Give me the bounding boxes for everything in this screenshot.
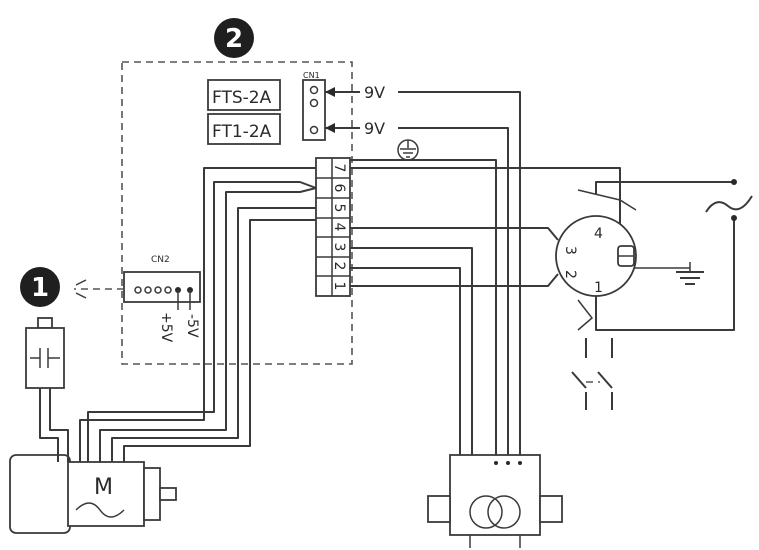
callout-1: 1 <box>20 267 60 307</box>
filter-label-bottom: FT1-2A <box>212 122 272 142</box>
board-ground-icon <box>397 139 419 161</box>
earth-ground-icon <box>634 262 704 285</box>
cn1-label: CN1 <box>303 71 320 80</box>
rotary-switch: 4 3 2 1 <box>555 189 637 331</box>
filter-label-top: FTS-2A <box>212 88 272 108</box>
terminal-7: 7 <box>331 164 347 173</box>
terminal-5: 5 <box>331 204 347 213</box>
motor-wires <box>39 167 317 462</box>
terminal-1: 1 <box>331 282 347 291</box>
cn2-minus-label: -5V <box>184 314 200 338</box>
filter-box-bottom <box>207 113 281 145</box>
voltage-label-top: 9V <box>364 83 385 102</box>
cn2-connector <box>123 271 201 303</box>
terminal-block <box>315 157 351 297</box>
callout-2-text: 2 <box>225 24 243 54</box>
board-wires <box>350 91 621 462</box>
terminal-6: 6 <box>331 184 347 193</box>
terminal-4: 4 <box>331 223 347 232</box>
ac-wave-icon <box>705 195 753 213</box>
terminal-3: 3 <box>331 243 347 252</box>
double-pole-switch <box>571 338 613 410</box>
switch-pin-1: 1 <box>594 280 603 296</box>
control-board-outline <box>121 61 353 365</box>
capacitor-icon <box>25 317 65 389</box>
switch-pin-2: 2 <box>562 270 578 279</box>
terminal-lines <box>316 158 350 296</box>
motor-label: M <box>94 475 113 500</box>
terminal-2: 2 <box>331 262 347 271</box>
cn2-label: CN2 <box>151 255 170 265</box>
signal-rays-icon <box>75 279 87 299</box>
cn2-plus-label: +5V <box>158 312 174 343</box>
switch-pin-3: 3 <box>562 246 578 255</box>
callout-2: 2 <box>214 18 254 58</box>
callout-1-text: 1 <box>31 273 49 303</box>
voltage-label-bottom: 9V <box>364 119 385 138</box>
transformer <box>427 454 563 548</box>
cn1-connector <box>302 79 326 141</box>
motor: M <box>9 454 177 534</box>
switch-pin-4: 4 <box>594 226 603 242</box>
filter-box-top <box>207 79 281 111</box>
ac-source <box>595 179 753 331</box>
